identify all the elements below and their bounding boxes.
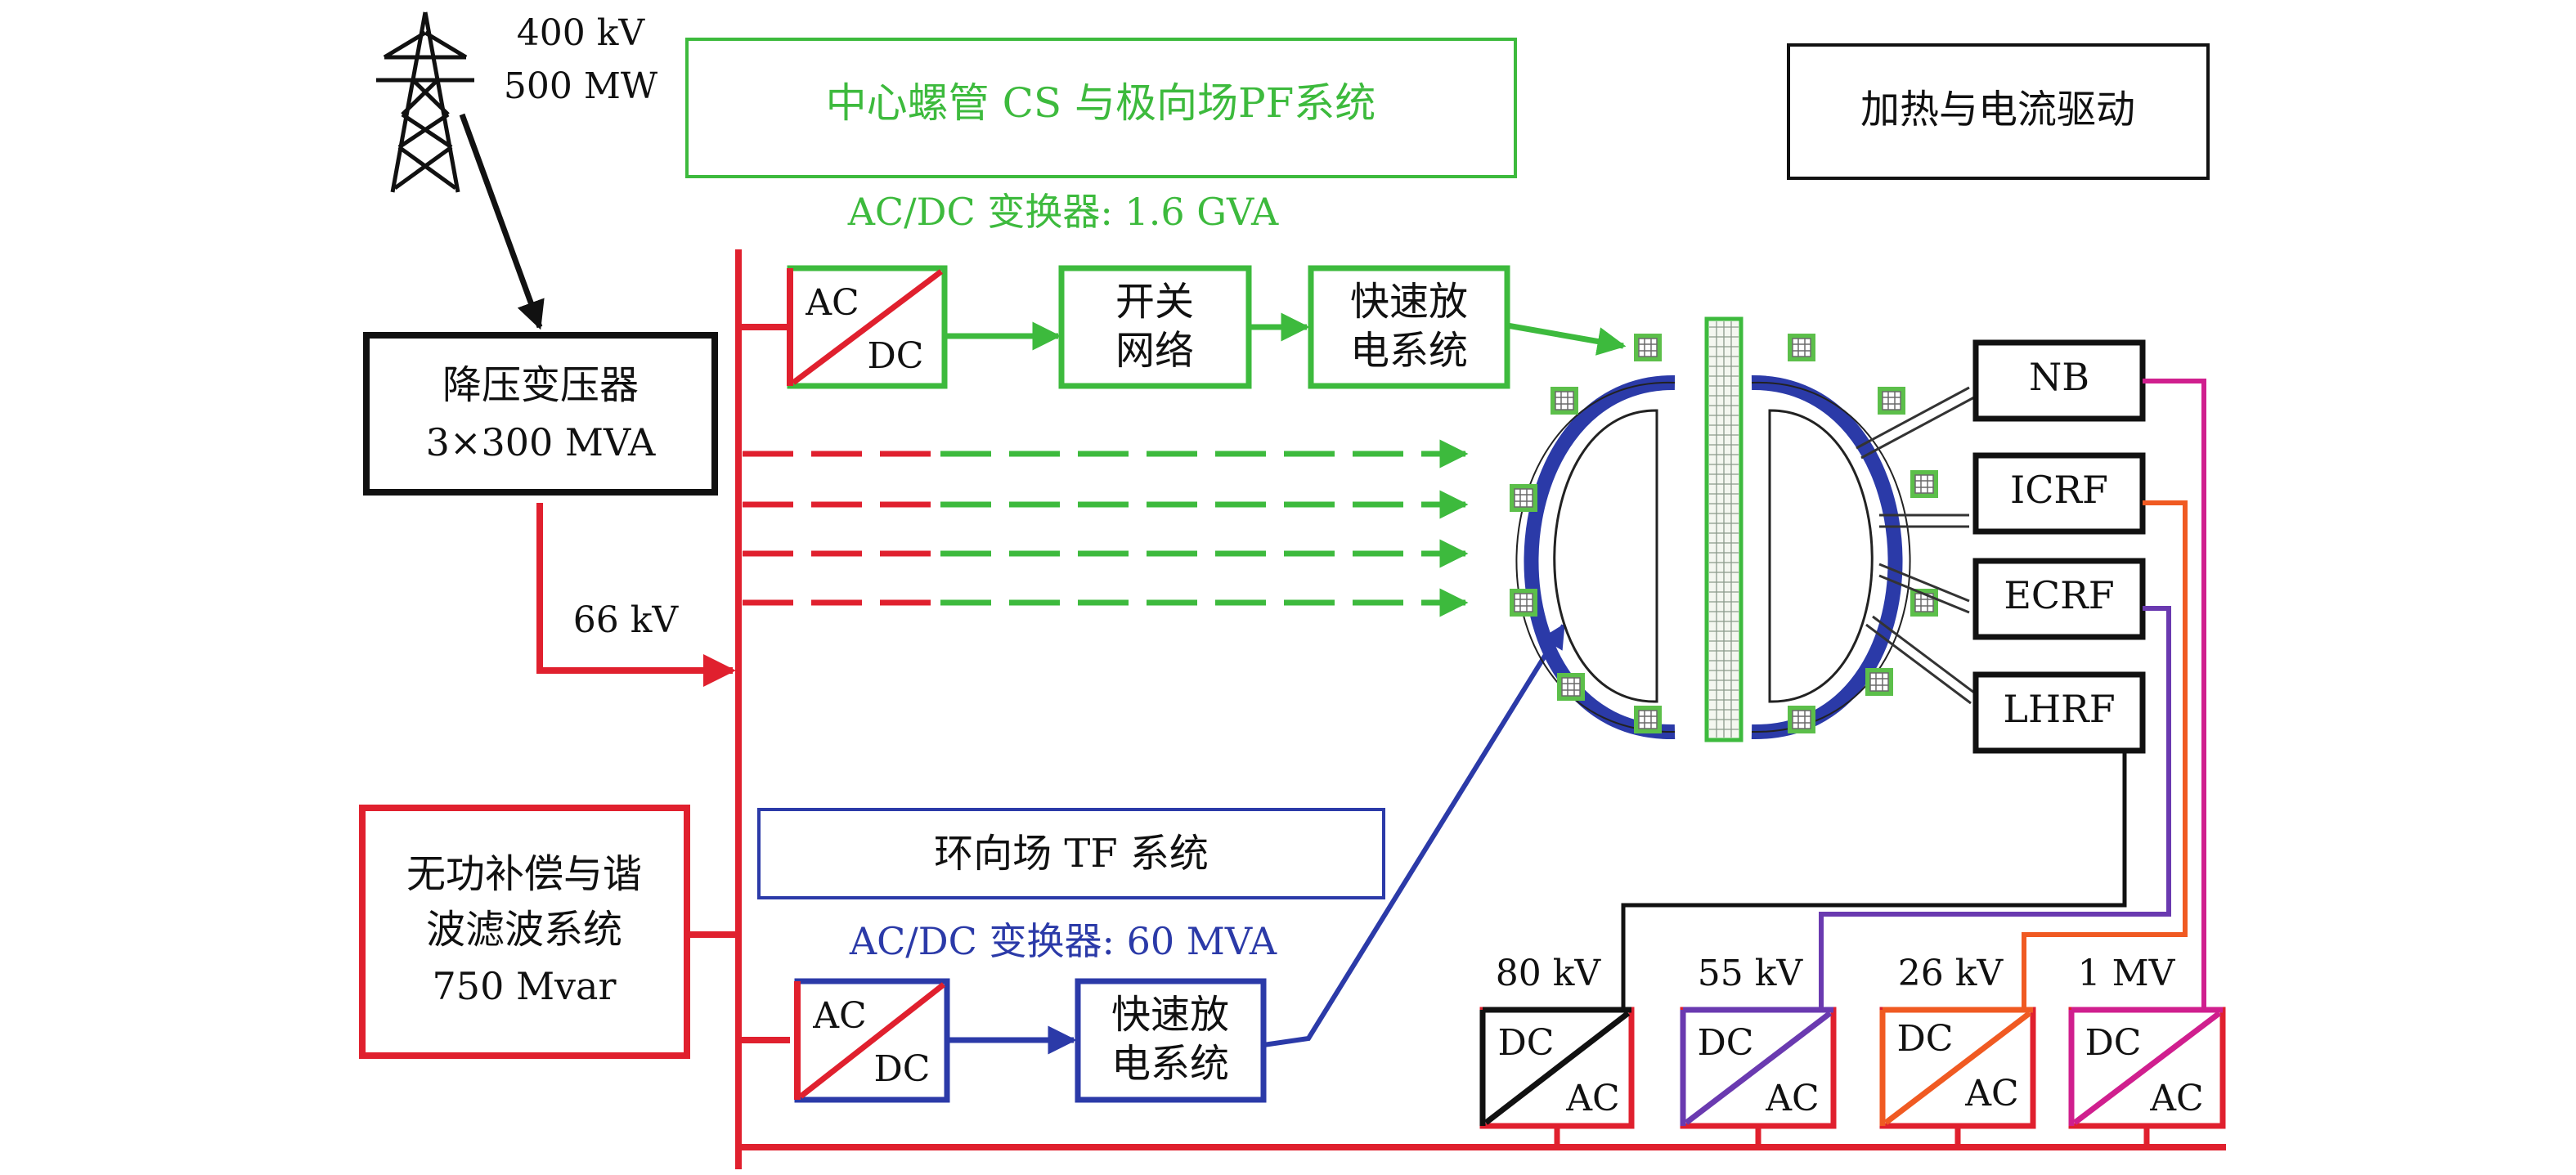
grid-power: 500 MW [504, 65, 658, 107]
hcd-26kv-voltage: 26 kV [1898, 953, 2004, 994]
pf-coil [1551, 387, 1578, 415]
tf-to-coil-line [1263, 623, 1566, 1047]
reactive-compensation-box [359, 805, 690, 1059]
tf-fast-discharge-line-2: 电系统 [1111, 1041, 1229, 1087]
pf-dashed-feeders [743, 439, 1469, 617]
grid-feed-arrow [459, 113, 545, 330]
hcd-26kv-dc: DC [1897, 1018, 1954, 1060]
hcd-80kv-ac: AC [1565, 1078, 1619, 1119]
pf-fast-discharge-line-2: 电系统 [1350, 328, 1468, 374]
pf-coil [1910, 470, 1938, 498]
icrf-label: ICRF [2010, 468, 2108, 512]
hcd-55kv-voltage: 55 kV [1698, 953, 1804, 994]
transmission-tower-icon [376, 11, 474, 193]
pf-coil [1865, 668, 1893, 696]
hcd-55kv-dc: DC [1698, 1022, 1754, 1064]
tf-fast-discharge-box [1075, 978, 1267, 1103]
hcd-1mv-voltage: 1 MV [2078, 953, 2176, 994]
tf-converter-rating: AC/DC 变换器: 60 MVA [849, 919, 1277, 963]
lhrf-supply-line [1621, 751, 2127, 1007]
heating-waveguides [1856, 386, 1978, 705]
hcd-80kv-dc: DC [1498, 1022, 1555, 1064]
hcd-converter-1mv [2068, 1007, 2226, 1129]
bus-voltage-label: 66 kV [573, 599, 680, 641]
tf-converter-ac: AC [812, 995, 866, 1037]
pf-coil [1878, 387, 1905, 415]
hcd-converter-55kv [1680, 1007, 1837, 1129]
pf-system-title: 中心螺管 CS 与极向场PF系统 [826, 79, 1376, 127]
nb-system[interactable]: NB [1972, 339, 2146, 422]
main-bus [536, 249, 2226, 1169]
heating-title-box [1787, 43, 2210, 180]
grid-voltage: 400 kV [517, 12, 646, 54]
tf-system-title: 环向场 TF 系统 [934, 831, 1209, 877]
hcd-80kv-voltage: 80 kV [1496, 953, 1602, 994]
reactive-rating: 750 Mvar [433, 964, 617, 1008]
step-down-transformer-box [363, 332, 718, 496]
lhrf-system[interactable]: LHRF [1972, 671, 2146, 754]
heating-title: 加热与电流驱动 [1860, 87, 2135, 132]
switch-network-box [1058, 265, 1252, 389]
switch-network-line-1: 开关 [1115, 279, 1194, 325]
step-down-title: 降压变压器 [442, 362, 639, 408]
tf-acdc-converter [794, 978, 950, 1103]
pf-coil [1510, 484, 1537, 512]
step-down-rating: 3×300 MVA [426, 420, 656, 464]
pf-converter-ac: AC [805, 282, 859, 324]
ecrf-system[interactable]: ECRF [1972, 558, 2146, 640]
tf-converter-dc: DC [874, 1048, 931, 1090]
pf-to-coil-arrow [1506, 322, 1627, 356]
pf-fast-discharge-line-1: 快速放 [1350, 279, 1468, 325]
central-solenoid [1704, 316, 1744, 742]
pf-converter-rating: AC/DC 变换器: 1.6 GVA [847, 190, 1279, 234]
pf-system-title-box [685, 38, 1517, 178]
tokamak-cross-section [1515, 374, 1911, 740]
pf-coil [1788, 706, 1815, 733]
ecrf-supply-line [1819, 606, 2171, 1007]
hcd-1mv-dc: DC [2085, 1022, 2142, 1064]
pf-coil [1634, 334, 1662, 361]
icrf-supply-line [2022, 500, 2188, 1007]
hcd-1mv-ac: AC [2149, 1078, 2203, 1119]
pf-converter-dc: DC [868, 335, 924, 377]
tf-fast-discharge-line-1: 快速放 [1111, 992, 1229, 1038]
pf-coils [1510, 334, 1938, 733]
pf-coil [1910, 589, 1938, 617]
tf-system-title-box [757, 808, 1385, 899]
reactive-line-1: 无功补偿与谐 [406, 851, 642, 897]
ecrf-label: ECRF [2004, 573, 2114, 617]
hcd-26kv-ac: AC [1964, 1073, 2018, 1114]
switch-network-line-2: 网络 [1115, 328, 1194, 374]
pf-coil [1557, 673, 1585, 701]
lhrf-label: LHRF [2003, 687, 2115, 731]
hcd-bus-taps [1554, 1126, 2150, 1147]
icrf-system[interactable]: ICRF [1972, 452, 2146, 535]
pf-fast-discharge-box [1308, 265, 1510, 389]
hcd-converter-26kv [1879, 1007, 2036, 1129]
nb-label: NB [2029, 355, 2089, 399]
nb-supply-line [2143, 379, 2206, 1007]
pf-coil [1510, 589, 1537, 617]
reactive-line-2: 波滤波系统 [426, 907, 622, 953]
hcd-55kv-ac: AC [1765, 1078, 1819, 1119]
pf-coil [1788, 334, 1815, 361]
pf-acdc-converter [787, 265, 948, 389]
pf-coil [1634, 706, 1662, 733]
